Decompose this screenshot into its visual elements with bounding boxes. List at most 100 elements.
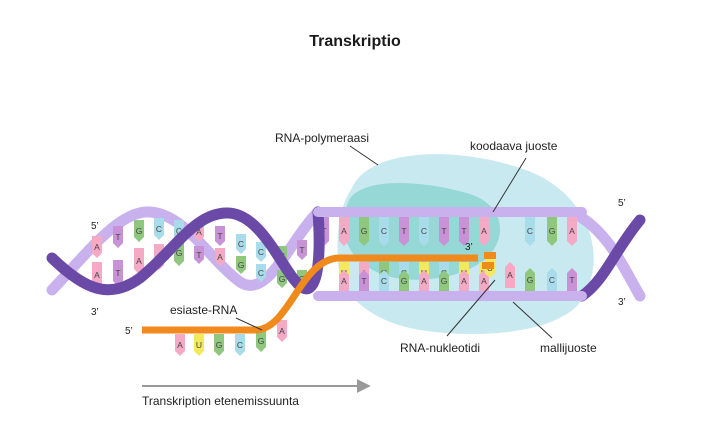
base-bar bbox=[297, 240, 307, 260]
base-bar bbox=[339, 270, 349, 292]
coding-strand-leader bbox=[492, 157, 527, 213]
base-letter: A bbox=[177, 340, 183, 350]
base-letter: A bbox=[481, 276, 487, 286]
base-bar bbox=[547, 216, 557, 246]
dna-backbone-front-right bbox=[576, 214, 646, 302]
base-bar bbox=[113, 226, 123, 248]
base-letter: G bbox=[401, 276, 408, 286]
base-coding: T bbox=[399, 216, 409, 246]
pre-rna-leader bbox=[235, 317, 263, 331]
base-bar bbox=[215, 248, 225, 266]
base-bar bbox=[439, 216, 449, 246]
base-template: A bbox=[339, 270, 349, 292]
base-letter: G bbox=[527, 275, 534, 285]
base-bar bbox=[154, 218, 164, 240]
base-middle-bottom: C bbox=[256, 264, 266, 282]
base-released-rna: G bbox=[214, 334, 224, 356]
base-bar bbox=[92, 236, 102, 258]
base-letter: A bbox=[279, 326, 285, 336]
base-bar bbox=[505, 262, 515, 288]
base-letter: C bbox=[238, 239, 244, 249]
base-middle-bottom: T bbox=[194, 246, 204, 264]
base-bar bbox=[236, 234, 246, 254]
base-letter: G bbox=[361, 226, 368, 236]
base-bar bbox=[134, 220, 144, 242]
base-letter: G bbox=[258, 336, 265, 346]
base-bar bbox=[399, 270, 409, 292]
base-coding: A bbox=[339, 216, 349, 246]
base-bar bbox=[479, 270, 489, 292]
base-middle-top: T bbox=[297, 240, 307, 260]
base-letter: A bbox=[94, 242, 100, 252]
base-letter: G bbox=[549, 226, 556, 236]
base-left-top: G bbox=[134, 220, 144, 242]
base-letter: C bbox=[527, 226, 533, 236]
base-bar bbox=[92, 262, 102, 288]
base-template: G bbox=[439, 270, 449, 292]
base-bar bbox=[134, 248, 144, 274]
rna-nucleotide-label: RNA-nukleotidi bbox=[400, 341, 480, 355]
base-coding: C bbox=[379, 216, 389, 246]
base-bar bbox=[194, 334, 204, 356]
base-letter: A bbox=[341, 226, 347, 236]
left-bottom-end-label: 3’ bbox=[91, 307, 99, 318]
base-template: C bbox=[379, 270, 389, 292]
base-letter: A bbox=[94, 270, 100, 280]
right-top-end-label: 5’ bbox=[618, 198, 626, 209]
base-left-top: A bbox=[92, 236, 102, 258]
base-template: G bbox=[399, 270, 409, 292]
base-letter: G bbox=[279, 274, 286, 284]
base-letter: T bbox=[196, 250, 201, 260]
base-letter: A bbox=[196, 227, 202, 237]
base-letter: A bbox=[461, 276, 467, 286]
base-right-bottom: T bbox=[567, 268, 577, 292]
base-letter: G bbox=[441, 276, 448, 286]
base-right-bottom: G bbox=[525, 268, 535, 292]
base-right-top: G bbox=[547, 216, 557, 246]
base-bar bbox=[235, 334, 245, 356]
base-letter: A bbox=[217, 252, 223, 262]
base-bar bbox=[359, 270, 369, 292]
base-coding: C bbox=[419, 216, 429, 246]
base-letter: T bbox=[115, 268, 120, 278]
base-bar bbox=[439, 270, 449, 292]
base-bar bbox=[277, 320, 287, 342]
base-bar bbox=[214, 334, 224, 356]
base-middle-top: C bbox=[256, 242, 266, 262]
base-letter: G bbox=[216, 340, 223, 350]
base-bar bbox=[419, 270, 429, 292]
pre-rna-backbone bbox=[142, 254, 478, 334]
diagram-title: Transkriptio bbox=[309, 33, 401, 50]
rna-5-end-label: 5’ bbox=[125, 326, 133, 337]
base-letter: A bbox=[136, 256, 142, 266]
base-bar bbox=[525, 268, 535, 292]
base-bar bbox=[379, 270, 389, 292]
left-top-end-label: 5’ bbox=[91, 221, 99, 232]
base-coding: G bbox=[359, 216, 369, 246]
base-bar bbox=[339, 216, 349, 246]
base-left-top: T bbox=[113, 226, 123, 248]
base-middle-top: C bbox=[236, 234, 246, 254]
base-letter: T bbox=[569, 275, 574, 285]
base-template: A bbox=[419, 270, 429, 292]
base-bar bbox=[525, 216, 535, 246]
base-letter: C bbox=[381, 276, 387, 286]
base-letter: T bbox=[217, 231, 222, 241]
base-left-top: C bbox=[154, 218, 164, 240]
rna-nucleotide-backbone-2 bbox=[482, 262, 494, 269]
base-letter: T bbox=[401, 226, 406, 236]
base-letter: C bbox=[156, 224, 162, 234]
base-letter: C bbox=[258, 268, 264, 278]
rna-nucleotide-leader bbox=[446, 279, 496, 337]
base-letter: A bbox=[341, 276, 347, 286]
base-bar bbox=[479, 216, 489, 246]
base-letter: A bbox=[507, 270, 513, 280]
base-letter: T bbox=[441, 226, 446, 236]
base-letter: T bbox=[115, 232, 120, 242]
base-template: T bbox=[359, 270, 369, 292]
base-bar bbox=[236, 256, 246, 274]
template-strand-leader bbox=[512, 301, 553, 339]
base-released-rna: C bbox=[235, 334, 245, 356]
base-letter: A bbox=[569, 226, 575, 236]
